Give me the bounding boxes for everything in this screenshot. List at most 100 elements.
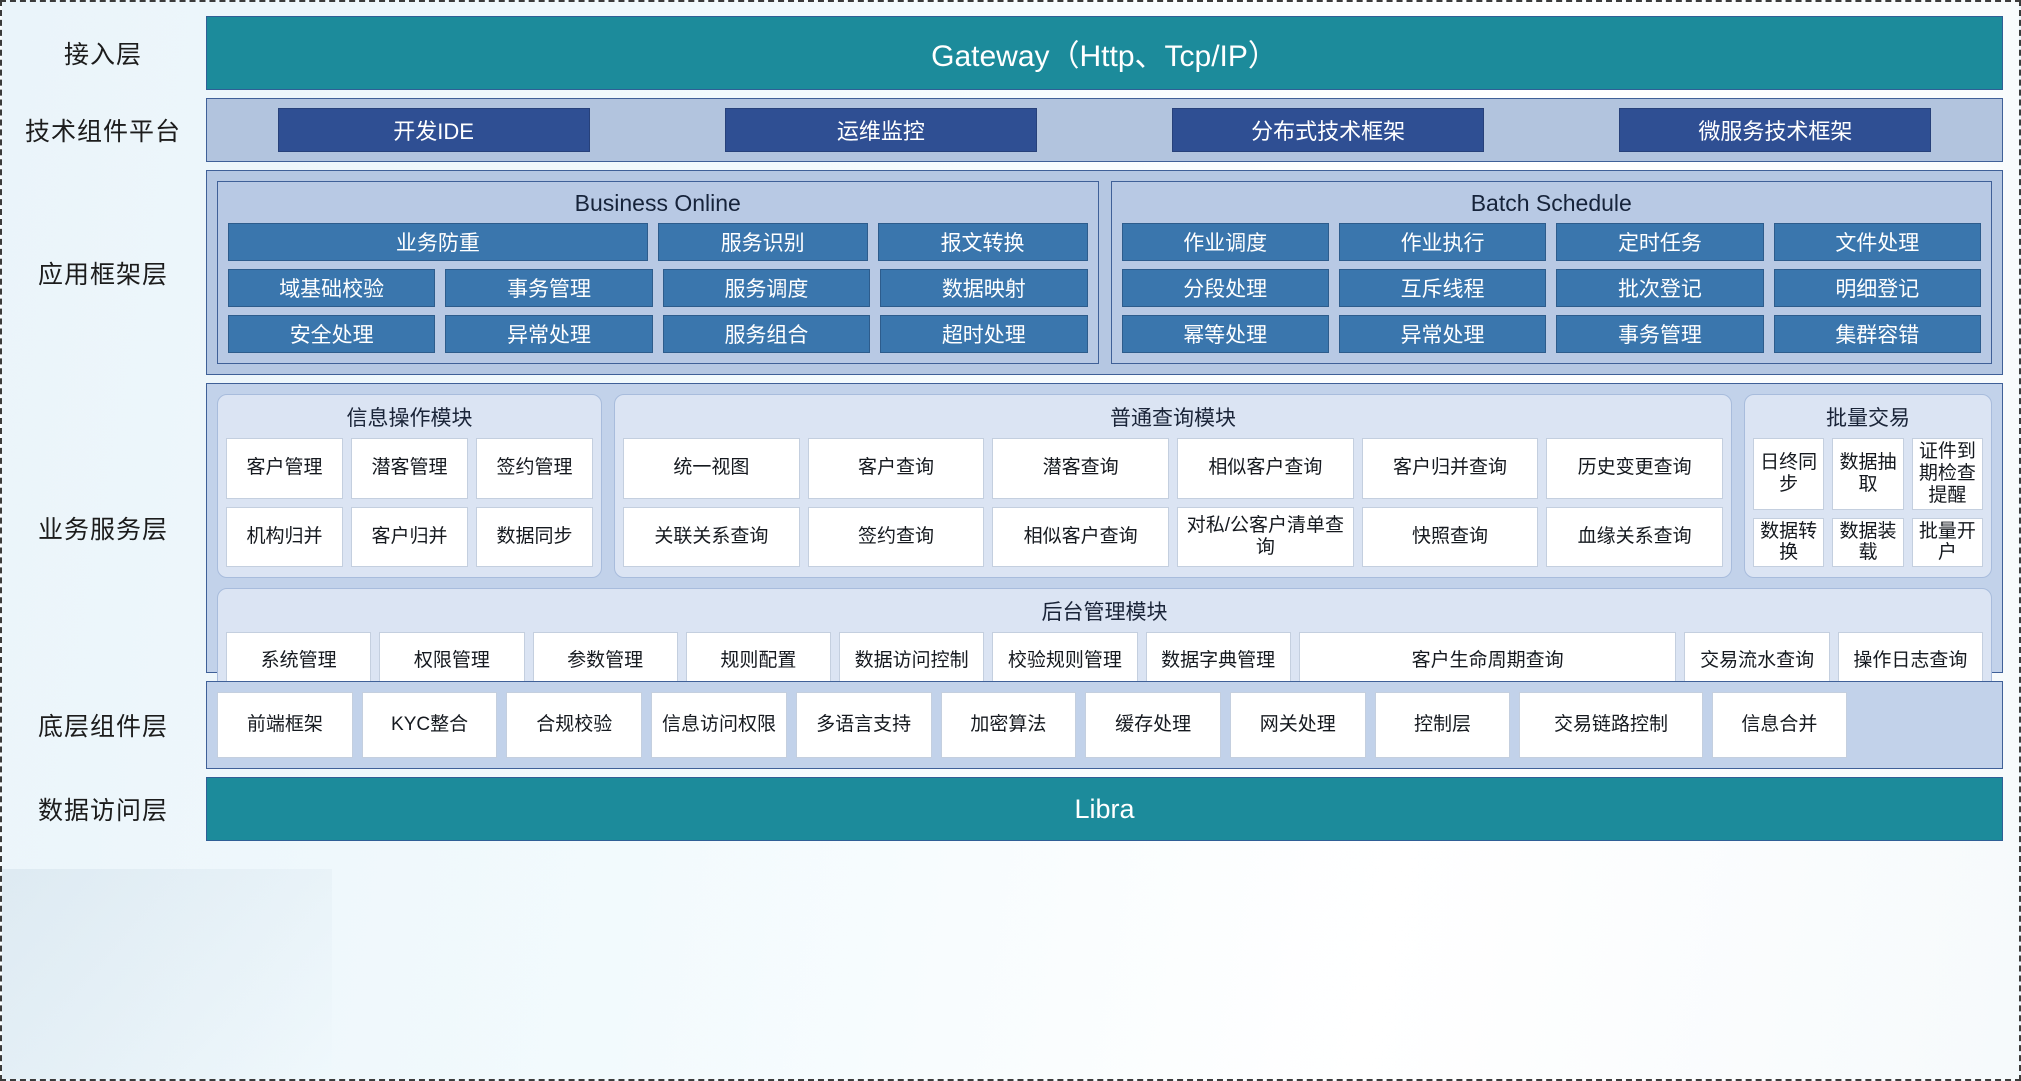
service-cell[interactable]: 交易流水查询 xyxy=(1684,632,1830,690)
component-cell[interactable]: 前端框架 xyxy=(217,692,353,758)
business-online-row-2: 域基础校验 事务管理 服务调度 数据映射 xyxy=(228,269,1088,307)
layer-label-access: 接入层 xyxy=(63,41,142,69)
app-cell[interactable]: 异常处理 xyxy=(445,315,653,353)
app-framework-band: Business Online 业务防重 服务识别 报文转换 域基础校验 事务管… xyxy=(206,170,2003,375)
service-cell[interactable]: 历史变更查询 xyxy=(1546,438,1723,499)
service-cell[interactable]: 统一视图 xyxy=(623,438,800,499)
service-cell[interactable]: 潜客查询 xyxy=(992,438,1169,499)
component-cell[interactable]: 交易链路控制 xyxy=(1519,692,1703,758)
app-cell[interactable]: 安全处理 xyxy=(228,315,436,353)
component-cell[interactable]: 信息合并 xyxy=(1711,692,1848,758)
component-cell[interactable]: 控制层 xyxy=(1374,692,1511,758)
group-admin-module: 后台管理模块 系统管理 权限管理 参数管理 规则配置 数据访问控制 校验规则管理… xyxy=(217,588,1992,701)
service-cell[interactable]: 客户生命周期查询 xyxy=(1298,632,1677,690)
query-module-row-2: 关联关系查询 签约查询 相似客户查询 对私/公客户清单查询 快照查询 血缘关系查… xyxy=(623,506,1723,568)
app-cell[interactable]: 服务组合 xyxy=(662,315,871,353)
app-cell[interactable]: 事务管理 xyxy=(445,269,653,307)
service-cell[interactable]: 关联关系查询 xyxy=(623,506,800,568)
service-cell[interactable]: 批量开户 xyxy=(1911,517,1983,568)
business-online-row-1: 业务防重 服务识别 报文转换 xyxy=(228,223,1088,261)
service-cell[interactable]: 数据装载 xyxy=(1832,517,1904,568)
component-cell[interactable]: 多语言支持 xyxy=(795,692,932,758)
app-cell[interactable]: 定时任务 xyxy=(1556,223,1764,261)
info-module-row-1: 客户管理 潜客管理 签约管理 xyxy=(226,438,593,499)
component-cell[interactable]: 缓存处理 xyxy=(1085,692,1221,758)
service-cell[interactable]: 数据访问控制 xyxy=(839,632,985,690)
app-cell[interactable]: 服务调度 xyxy=(662,269,871,307)
app-cell[interactable]: 数据映射 xyxy=(880,269,1088,307)
service-cell[interactable]: 血缘关系查询 xyxy=(1546,506,1723,568)
service-cell[interactable]: 机构归并 xyxy=(226,506,343,568)
app-cell[interactable]: 业务防重 xyxy=(228,223,648,261)
app-cell[interactable]: 互斥线程 xyxy=(1338,269,1547,307)
app-cell[interactable]: 集群容错 xyxy=(1773,315,1981,353)
service-cell[interactable]: 潜客管理 xyxy=(351,438,468,499)
service-cell[interactable]: 相似客户查询 xyxy=(992,506,1169,568)
app-cell[interactable]: 事务管理 xyxy=(1556,315,1764,353)
tech-item-distributed-framework[interactable]: 分布式技术框架 xyxy=(1172,108,1485,152)
component-cell[interactable]: KYC整合 xyxy=(361,692,498,758)
app-cell[interactable]: 分段处理 xyxy=(1121,269,1329,307)
group-business-online: Business Online 业务防重 服务识别 报文转换 域基础校验 事务管… xyxy=(217,181,1099,364)
app-cell[interactable]: 服务识别 xyxy=(657,223,868,261)
service-cell[interactable]: 数据抽取 xyxy=(1832,438,1904,510)
service-cell[interactable]: 客户归并查询 xyxy=(1361,438,1539,499)
service-cell[interactable]: 签约管理 xyxy=(476,438,593,499)
group-info-module: 信息操作模块 客户管理 潜客管理 签约管理 机构归并 客户归并 数据同步 xyxy=(217,394,602,579)
app-cell[interactable]: 批次登记 xyxy=(1556,269,1764,307)
business-service-band: 信息操作模块 客户管理 潜客管理 签约管理 机构归并 客户归并 数据同步 xyxy=(206,383,2003,701)
layer-label-component: 底层组件层 xyxy=(37,713,168,741)
service-cell[interactable]: 操作日志查询 xyxy=(1837,632,1983,690)
info-module-rows: 客户管理 潜客管理 签约管理 机构归并 客户归并 数据同步 xyxy=(226,438,593,568)
service-cell[interactable]: 相似客户查询 xyxy=(1177,438,1354,499)
service-cell[interactable]: 系统管理 xyxy=(226,632,372,690)
service-cell[interactable]: 数据字典管理 xyxy=(1145,632,1291,690)
service-cell[interactable]: 权限管理 xyxy=(379,632,525,690)
component-layer-band: 前端框架 KYC整合 合规校验 信息访问权限 多语言支持 加密算法 缓存处理 网… xyxy=(206,681,2003,769)
app-cell[interactable]: 作业执行 xyxy=(1338,223,1547,261)
service-cell[interactable]: 客户查询 xyxy=(807,438,985,499)
group-batch-schedule: Batch Schedule 作业调度 作业执行 定时任务 文件处理 分段处理 … xyxy=(1110,181,1992,364)
component-cell[interactable]: 合规校验 xyxy=(506,692,643,758)
batch-schedule-rows: 作业调度 作业执行 定时任务 文件处理 分段处理 互斥线程 批次登记 明细登记 … xyxy=(1121,223,1981,353)
service-cell[interactable]: 数据同步 xyxy=(476,506,593,568)
component-cell[interactable]: 加密算法 xyxy=(940,692,1077,758)
batch-module-row-1: 日终同步 数据抽取 证件到期检查提醒 xyxy=(1753,438,1983,510)
batch-schedule-row-1: 作业调度 作业执行 定时任务 文件处理 xyxy=(1121,223,1981,261)
component-layer-row: 前端框架 KYC整合 合规校验 信息访问权限 多语言支持 加密算法 缓存处理 网… xyxy=(217,692,1992,758)
layer-label-business-service: 业务服务层 xyxy=(37,516,168,544)
tech-item-ide[interactable]: 开发IDE xyxy=(277,108,590,152)
service-cell[interactable]: 校验规则管理 xyxy=(992,632,1138,690)
service-cell[interactable]: 客户归并 xyxy=(351,506,468,568)
app-cell[interactable]: 明细登记 xyxy=(1773,269,1981,307)
component-cell[interactable]: 信息访问权限 xyxy=(651,692,787,758)
business-online-row-3: 安全处理 异常处理 服务组合 超时处理 xyxy=(228,315,1088,353)
service-cell[interactable]: 签约查询 xyxy=(807,506,985,568)
service-cell[interactable]: 规则配置 xyxy=(685,632,832,690)
service-cell[interactable]: 客户管理 xyxy=(226,438,343,499)
app-cell[interactable]: 超时处理 xyxy=(880,315,1088,353)
app-cell[interactable]: 文件处理 xyxy=(1773,223,1981,261)
service-cell[interactable]: 证件到期检查提醒 xyxy=(1911,438,1983,510)
component-cell[interactable]: 网关处理 xyxy=(1229,692,1366,758)
tech-item-microservice-framework[interactable]: 微服务技术框架 xyxy=(1619,108,1932,152)
info-module-row-2: 机构归并 客户归并 数据同步 xyxy=(226,506,593,568)
app-cell[interactable]: 域基础校验 xyxy=(228,269,436,307)
group-title-batch-schedule: Batch Schedule xyxy=(1470,190,1632,216)
group-title-batch-module: 批量交易 xyxy=(1826,407,1910,430)
batch-schedule-row-3: 幂等处理 异常处理 事务管理 集群容错 xyxy=(1121,315,1981,353)
app-cell[interactable]: 报文转换 xyxy=(877,223,1088,261)
service-cell[interactable]: 对私/公客户清单查询 xyxy=(1177,506,1354,568)
tech-item-ops-monitor[interactable]: 运维监控 xyxy=(724,108,1037,152)
app-cell[interactable]: 作业调度 xyxy=(1121,223,1329,261)
batch-module-rows: 日终同步 数据抽取 证件到期检查提醒 数据转换 数据装载 批量开户 xyxy=(1753,438,1983,568)
app-cell[interactable]: 幂等处理 xyxy=(1121,315,1329,353)
service-cell[interactable]: 数据转换 xyxy=(1753,517,1825,568)
service-cell[interactable]: 快照查询 xyxy=(1361,506,1539,568)
admin-module-row: 系统管理 权限管理 参数管理 规则配置 数据访问控制 校验规则管理 数据字典管理… xyxy=(226,632,1983,690)
app-cell[interactable]: 异常处理 xyxy=(1338,315,1547,353)
service-cell[interactable]: 日终同步 xyxy=(1753,438,1825,510)
gateway-bar: Gateway（Http、Tcp/IP） xyxy=(206,16,2003,90)
